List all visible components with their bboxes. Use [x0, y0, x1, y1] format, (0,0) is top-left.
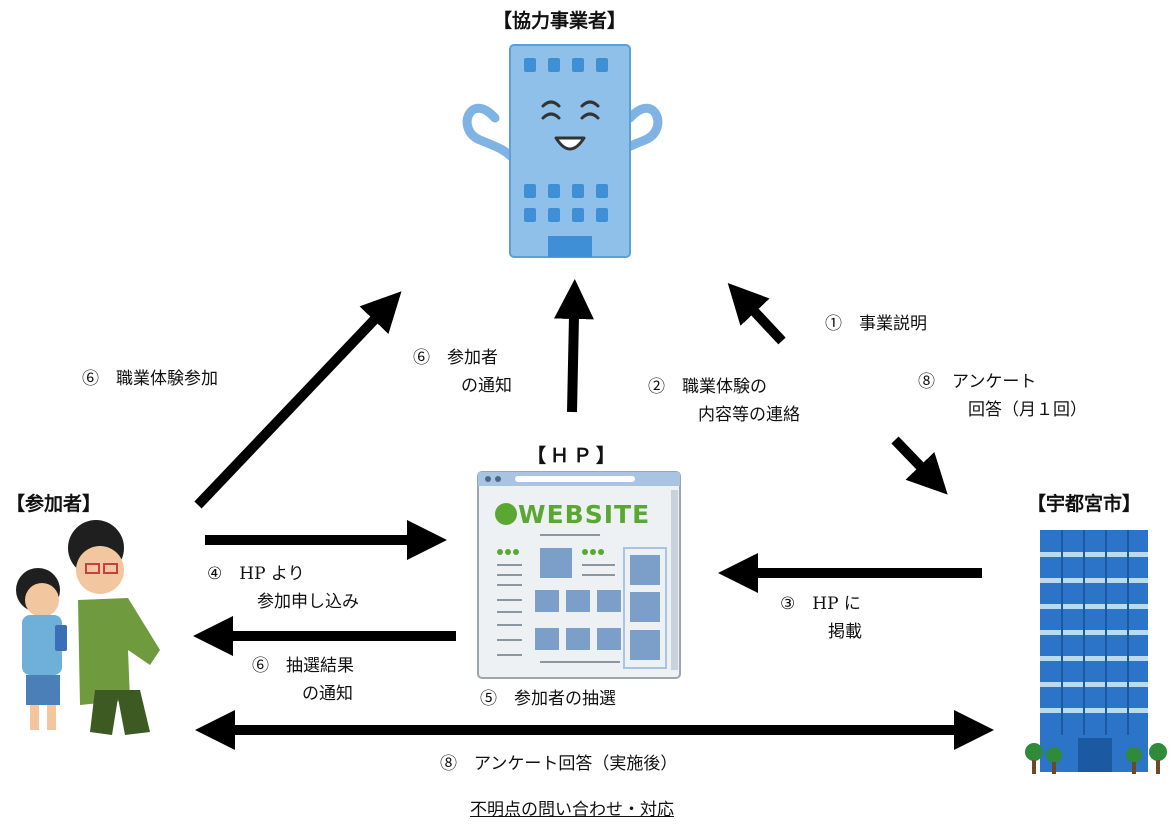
label-participate-line: ⑥ 職業体験参加: [82, 369, 218, 389]
label-contact: ② 職業体験の 内容等の連絡: [648, 373, 800, 429]
label-inquiry: 不明点の問い合わせ・対応: [470, 796, 674, 824]
city-title: 【宇都宮市】: [1027, 493, 1142, 515]
label-post: ③ HP に 掲載: [780, 590, 862, 646]
arrow-notify-partner: [553, 279, 594, 413]
label-lottery: ⑤ 参加者の抽選: [480, 685, 616, 713]
label-line: ⑧ アンケート: [918, 372, 1037, 392]
partner-building-illustration: [462, 44, 663, 258]
arrow-partner-city-a: [727, 282, 786, 345]
label-line: 回答（月１回）: [968, 400, 1087, 420]
participants-illustration: [16, 520, 160, 735]
label-line: ② 職業体験の: [648, 377, 767, 397]
arrows: [193, 279, 994, 750]
hp-title: 【ＨＰ】: [527, 445, 620, 467]
website-illustration: [477, 471, 681, 679]
label-line: の通知: [302, 684, 353, 704]
arrow-partner-city-b: [891, 436, 948, 495]
label-survey-monthly: ⑧ アンケート 回答（月１回）: [918, 368, 1087, 424]
label-line: 内容等の連絡: [698, 405, 800, 425]
label-line: 掲載: [828, 622, 862, 642]
label-apply: ④ HP より 参加申し込み: [207, 560, 359, 616]
label-survey-after: ⑧ アンケート回答（実施後）: [440, 750, 677, 778]
label-notify-partner: ⑥ 参加者 の通知: [413, 344, 512, 400]
partner-title: 【協力事業者】: [493, 10, 627, 32]
label-line: ④ HP より: [207, 564, 305, 584]
participant-title: 【参加者】: [6, 493, 102, 515]
label-line: 不明点の問い合わせ・対応: [470, 800, 674, 820]
label-line: 参加申し込み: [257, 592, 359, 612]
label-explain: ① 事業説明: [825, 310, 927, 338]
website-logo: WEBSITE: [518, 500, 651, 529]
label-line: の通知: [461, 376, 512, 396]
label-line: ⑧ アンケート回答（実施後）: [440, 754, 678, 774]
arrow-participate: [194, 291, 402, 509]
label-line: ① 事業説明: [825, 314, 927, 334]
label-line: ③ HP に: [780, 594, 861, 614]
label-line: ⑥ 参加者: [413, 348, 498, 368]
city-building-illustration: [1025, 530, 1167, 774]
label-lottery-result: ⑥ 抽選結果 の通知: [252, 652, 354, 708]
label-line: ⑤ 参加者の抽選: [480, 689, 616, 709]
label-participate: ⑥ 職業体験参加: [82, 365, 218, 393]
label-line: ⑥ 抽選結果: [252, 656, 354, 676]
